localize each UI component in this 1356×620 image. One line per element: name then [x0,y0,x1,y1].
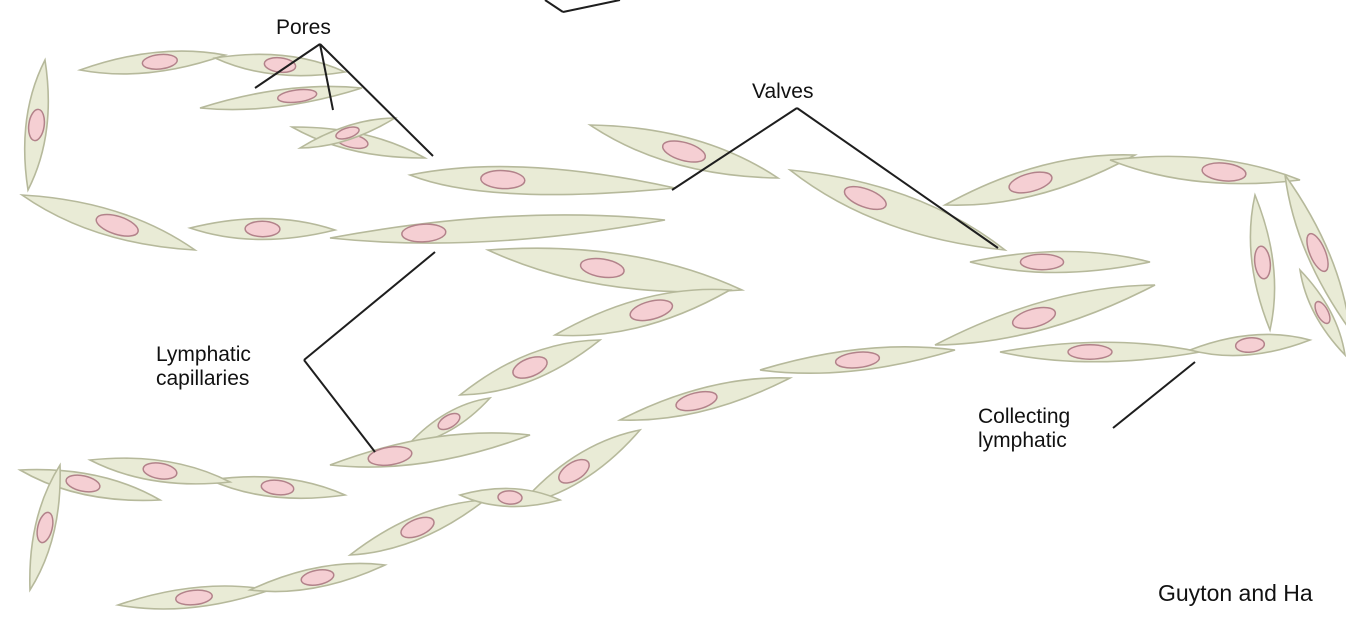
valves-label: Valves [752,80,813,104]
cell-nucleus [674,388,719,414]
source-credit: Guyton and Ha [1158,580,1313,607]
collecting-lymphatic-label: Collecting lymphatic [978,405,1070,453]
capillaries-leader-line [304,252,435,360]
endothelial-cell [330,215,665,243]
lymphatic-capillaries-label: Lymphatic capillaries [156,343,251,391]
endothelial-cells [20,51,1350,609]
pores-label: Pores [276,16,331,40]
cell-nucleus [245,221,280,237]
top-leader-line [545,0,563,12]
top-leader-line [563,0,620,12]
cell-nucleus [498,490,523,504]
endothelial-cell [790,170,1005,250]
lymphatic-capillaries-line2: capillaries [156,367,251,391]
capillaries-leader-line [304,360,375,452]
endothelial-cell [330,433,530,467]
right-edge-panel [1346,32,1356,620]
cell-nucleus [1020,254,1063,269]
endothelial-cell [410,167,675,195]
collecting-lymphatic-line1: Collecting [978,405,1070,429]
lymphatic-capillaries-line1: Lymphatic [156,343,251,367]
cell-nucleus [1068,345,1112,359]
collecting-lymphatic-line2: lymphatic [978,429,1070,453]
collecting-leader-line [1113,362,1195,428]
